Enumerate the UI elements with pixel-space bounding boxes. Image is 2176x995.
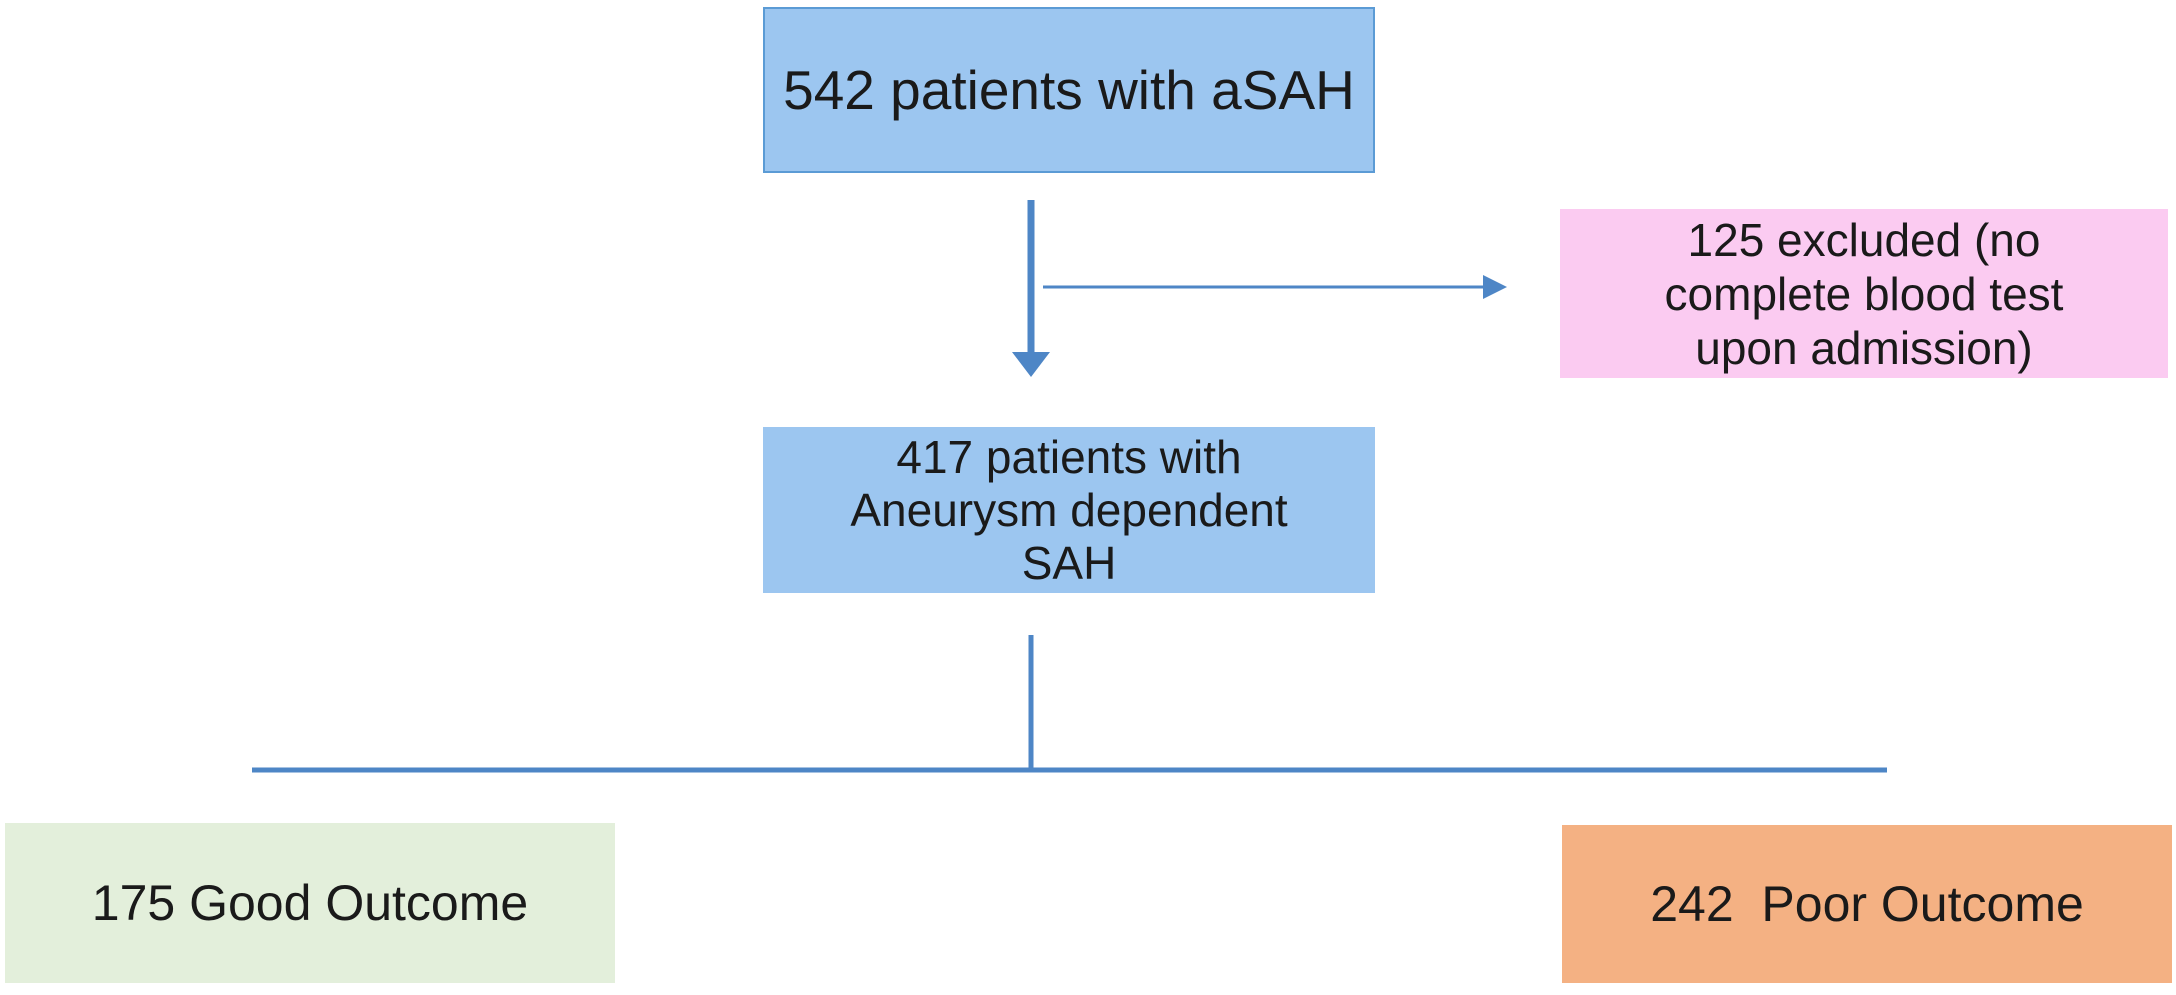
- arrow-down-connector: [1012, 200, 1050, 377]
- node-excluded-patients-label: 125 excluded (no complete blood test upo…: [1664, 213, 2064, 374]
- node-good-outcome-label: 175 Good Outcome: [91, 874, 529, 931]
- node-included-patients-label: 417 patients with Aneurysm dependent SAH: [850, 430, 1288, 589]
- node-good-outcome: 175 Good Outcome: [5, 823, 615, 983]
- node-poor-outcome-label: 242 Poor Outcome: [1650, 875, 2084, 932]
- node-poor-outcome: 242 Poor Outcome: [1562, 825, 2172, 983]
- node-total-patients-label: 542 patients with aSAH: [783, 58, 1355, 121]
- split-connector: [252, 635, 1887, 773]
- arrow-right-connector: [1043, 275, 1507, 299]
- node-excluded-patients: 125 excluded (no complete blood test upo…: [1560, 209, 2168, 378]
- node-total-patients: 542 patients with aSAH: [763, 7, 1375, 173]
- node-included-patients: 417 patients with Aneurysm dependent SAH: [763, 427, 1375, 593]
